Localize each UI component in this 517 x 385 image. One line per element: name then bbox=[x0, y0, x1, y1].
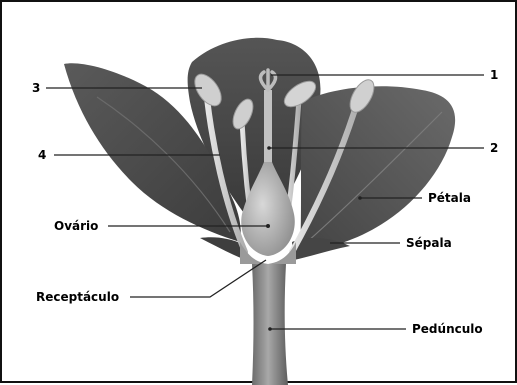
pointer-dot bbox=[268, 327, 272, 331]
pointer-dot bbox=[267, 146, 271, 150]
label-sepal: Sépala bbox=[406, 236, 452, 250]
label-ovary: Ovário bbox=[54, 219, 98, 233]
label-1-stigma: 1 bbox=[490, 68, 498, 82]
style bbox=[264, 90, 272, 162]
label-petal: Pétala bbox=[428, 191, 471, 205]
label-3-anther: 3 bbox=[32, 81, 40, 95]
pointer-dot bbox=[358, 196, 362, 200]
label-4-filament: 4 bbox=[38, 148, 46, 162]
label-receptacle: Receptáculo bbox=[36, 290, 119, 304]
peduncle bbox=[252, 264, 288, 385]
pointer-dot bbox=[266, 224, 270, 228]
label-peduncle: Pedúnculo bbox=[412, 322, 483, 336]
label-2-style: 2 bbox=[490, 141, 498, 155]
leader-line-receptacle bbox=[130, 260, 266, 297]
